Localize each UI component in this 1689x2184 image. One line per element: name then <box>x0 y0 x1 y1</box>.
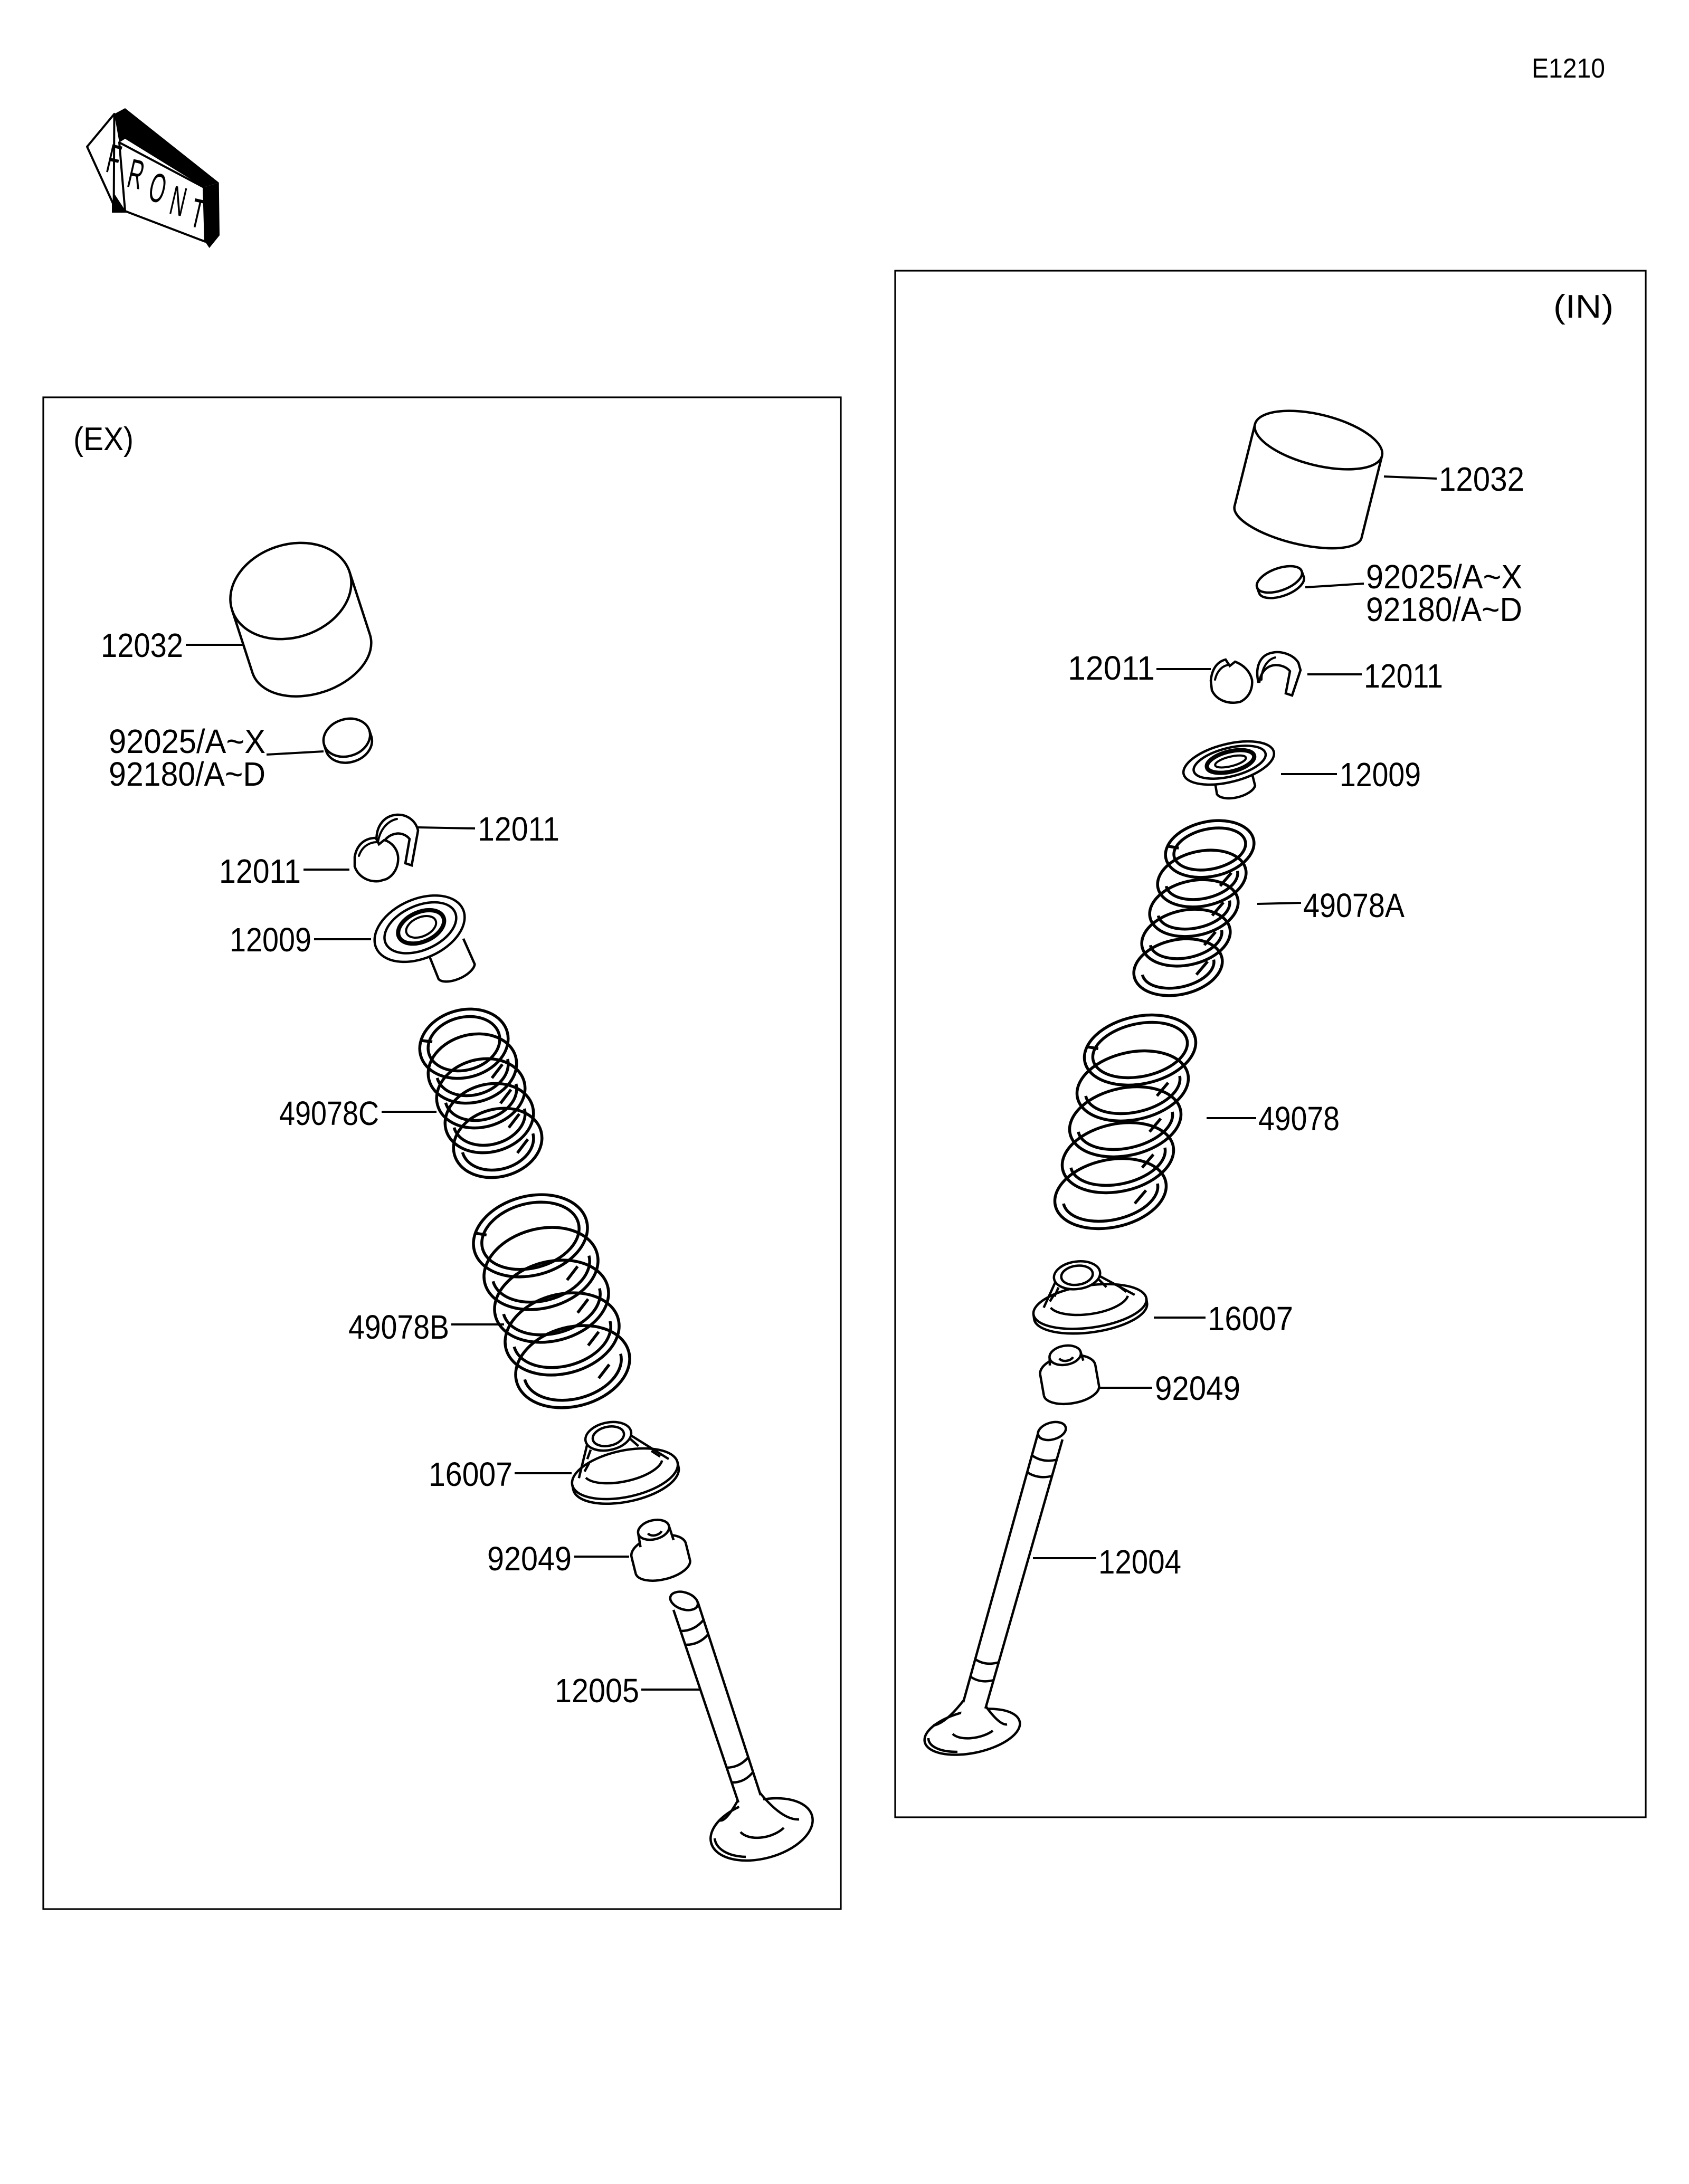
svg-text:92180/A~D: 92180/A~D <box>1366 590 1522 628</box>
svg-text:12009: 12009 <box>230 921 311 959</box>
svg-text:92049: 92049 <box>487 1540 572 1578</box>
svg-text:12011: 12011 <box>1364 657 1443 695</box>
svg-text:12005: 12005 <box>555 1672 639 1710</box>
svg-text:49078C: 49078C <box>279 1094 379 1132</box>
svg-text:49078: 49078 <box>1258 1100 1340 1138</box>
svg-text:92180/A~D: 92180/A~D <box>109 755 265 793</box>
svg-text:16007: 16007 <box>1208 1300 1293 1338</box>
svg-text:12032: 12032 <box>101 626 183 664</box>
svg-text:12032: 12032 <box>1439 460 1524 498</box>
svg-text:E1210: E1210 <box>1532 53 1605 84</box>
svg-text:92049: 92049 <box>1155 1369 1240 1407</box>
svg-text:12011: 12011 <box>478 810 559 848</box>
svg-text:12009: 12009 <box>1340 756 1421 794</box>
svg-text:(EX): (EX) <box>73 421 134 457</box>
svg-text:(IN): (IN) <box>1553 289 1614 325</box>
svg-text:49078B: 49078B <box>348 1308 449 1346</box>
svg-text:92025/A~X: 92025/A~X <box>1366 558 1522 596</box>
svg-text:16007: 16007 <box>429 1455 513 1493</box>
svg-text:12011: 12011 <box>1068 649 1155 687</box>
svg-text:49078A: 49078A <box>1303 886 1405 924</box>
svg-text:12011: 12011 <box>219 852 301 890</box>
svg-text:12004: 12004 <box>1098 1543 1181 1581</box>
svg-text:92025/A~X: 92025/A~X <box>109 722 265 760</box>
